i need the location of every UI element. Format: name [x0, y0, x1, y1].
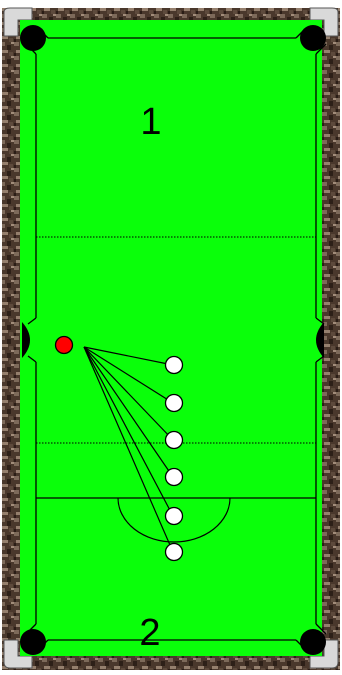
object-ball-red: [56, 337, 73, 354]
pocket-bottom-left: [20, 629, 46, 655]
zone-label-bottom: 2: [139, 612, 160, 654]
zone-label-top: 1: [140, 101, 161, 143]
pocket-bottom-right: [300, 629, 326, 655]
target-ball-4: [166, 469, 183, 486]
target-ball-1: [166, 357, 183, 374]
pocket-top-right: [300, 25, 326, 51]
target-ball-2: [166, 395, 183, 412]
pocket-top-left: [20, 25, 46, 51]
target-ball-6: [166, 544, 183, 561]
target-ball-5: [166, 508, 183, 525]
target-ball-3: [166, 432, 183, 449]
